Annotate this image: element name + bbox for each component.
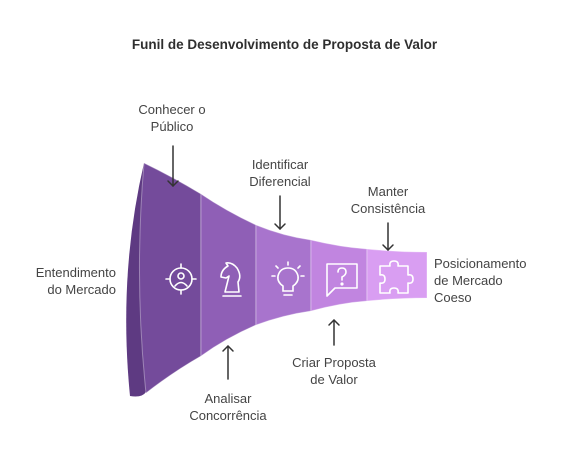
puzzle-icon <box>379 260 414 294</box>
question-bubble-icon <box>326 263 358 297</box>
label-identificar-line2: Diferencial <box>249 174 311 189</box>
arrow-conhecer <box>167 145 179 187</box>
diagram-title: Funil de Desenvolvimento de Proposta de … <box>131 37 438 52</box>
label-start-line1: Entendimento <box>35 265 116 280</box>
arrow-identificar <box>274 195 286 230</box>
label-end-line2: de Mercado <box>434 273 503 288</box>
label-end-line3: Coeso <box>434 290 472 305</box>
funnel-segment-criar <box>310 239 368 312</box>
label-manter-line2: Consistência <box>350 201 426 216</box>
label-end-line1: Posicionamento <box>434 256 527 271</box>
label-analisar-line1: Analisar <box>204 391 252 406</box>
funnel-segment-manter <box>366 248 428 302</box>
chess-knight-icon <box>220 262 242 297</box>
label-conhecer-line1: Conhecer o <box>138 102 206 117</box>
target-person-icon <box>165 263 197 295</box>
label-identificar: Identificar Diferencial <box>232 156 328 190</box>
label-start-line2: do Mercado <box>47 282 116 297</box>
label-criar-line2: de Valor <box>310 372 358 387</box>
label-manter: Manter Consistência <box>338 183 438 217</box>
label-analisar: Analisar Concorrência <box>170 390 286 424</box>
arrow-criar <box>328 319 340 346</box>
label-manter-line1: Manter <box>367 184 409 199</box>
label-criar-line1: Criar Proposta <box>292 355 376 370</box>
arrow-manter <box>382 222 394 251</box>
label-start: Entendimento do Mercado <box>10 264 116 298</box>
lightbulb-icon <box>271 261 305 296</box>
label-conhecer: Conhecer o Público <box>124 101 220 135</box>
funnel-segment-analisar <box>200 193 257 357</box>
label-analisar-line2: Concorrência <box>189 408 267 423</box>
label-end: Posicionamento de Mercado Coeso <box>434 255 560 306</box>
label-conhecer-line2: Público <box>150 119 194 134</box>
arrows <box>167 145 394 380</box>
funnel-segment-identificar <box>255 224 312 326</box>
arrow-analisar <box>222 345 234 380</box>
label-criar: Criar Proposta de Valor <box>276 354 392 388</box>
label-identificar-line1: Identificar <box>251 157 309 172</box>
